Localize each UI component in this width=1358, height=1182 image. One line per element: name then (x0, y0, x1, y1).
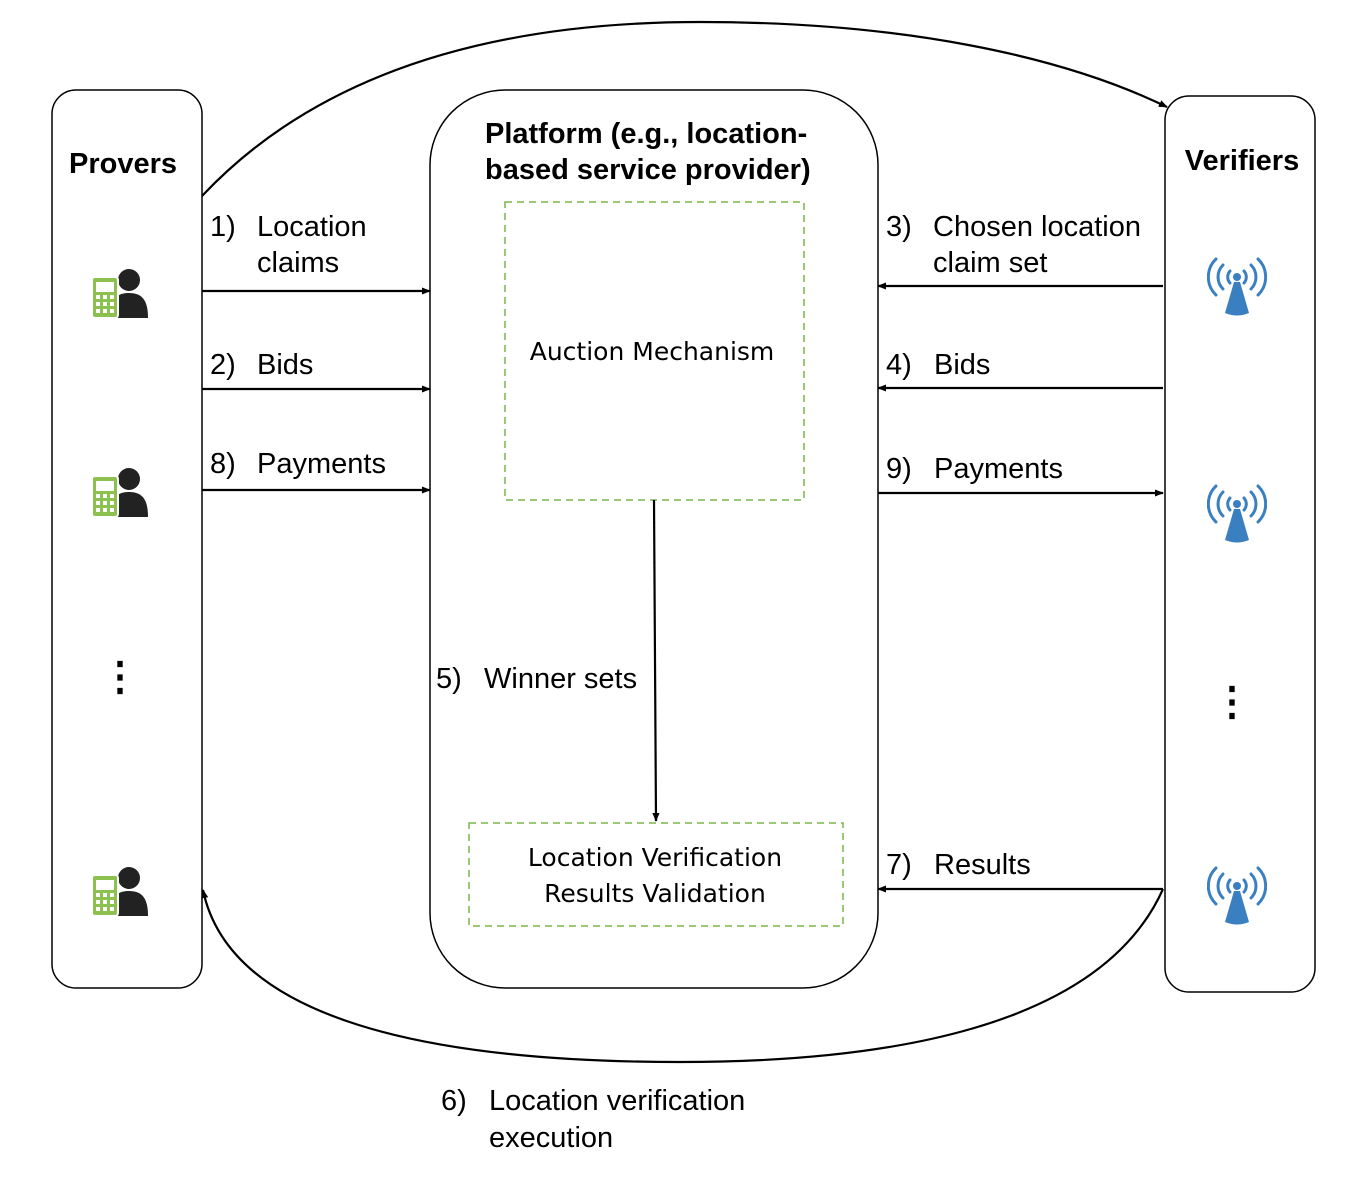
arrow-top-curve (201, 20, 1168, 197)
step-3-label-line2: claim set (933, 247, 1047, 279)
validation-label-line1: Location Verification (528, 843, 782, 872)
platform-title-line1: Platform (e.g., location- (485, 118, 807, 150)
provers-title: Provers (69, 148, 177, 180)
step-8-label: Payments (257, 448, 386, 480)
step-4-label: Bids (934, 349, 990, 381)
step-3-number: 3) (886, 211, 912, 243)
step-1-label-line1: Location (257, 211, 367, 243)
step-3-label-line1: Chosen location (933, 211, 1141, 243)
wireless-antenna-icon (1207, 257, 1267, 317)
step-8-number: 8) (210, 448, 236, 480)
wireless-antenna-icon (1207, 484, 1267, 544)
step-4-number: 4) (886, 349, 912, 381)
step-6-number: 6) (441, 1085, 467, 1117)
step-6-label-line2: execution (489, 1122, 613, 1154)
verifiers-title: Verifiers (1185, 145, 1299, 177)
prover-icon (91, 866, 148, 917)
arrow-bottom-curve (201, 888, 1165, 1064)
step-6-label-line1: Location verification (489, 1085, 745, 1117)
prover-icon (91, 467, 148, 518)
step-1-label-line2: claims (257, 247, 339, 279)
step-7-number: 7) (886, 849, 912, 881)
step-9-number: 9) (886, 453, 912, 485)
platform-title-line2: based service provider) (485, 154, 811, 186)
arrow-winner-sets (652, 499, 660, 822)
provers-ellipsis: ⋮ (100, 655, 140, 699)
step-9-label: Payments (934, 453, 1063, 485)
step-7-label: Results (934, 849, 1031, 881)
step-1-number: 1) (210, 211, 236, 243)
verifiers-ellipsis: ⋮ (1212, 680, 1252, 724)
step-2-label: Bids (257, 349, 313, 381)
step-2-number: 2) (210, 349, 236, 381)
auction-mechanism-label: Auction Mechanism (530, 337, 775, 366)
step-5-label: Winner sets (484, 663, 637, 695)
platform-panel (429, 89, 879, 989)
validation-label-line2: Results Validation (544, 879, 766, 908)
wireless-antenna-icon (1207, 866, 1267, 926)
prover-icon (91, 268, 148, 319)
step-5-number: 5) (436, 663, 462, 695)
validation-box (468, 822, 844, 927)
provers-panel (51, 89, 203, 989)
verifiers-panel (1164, 95, 1316, 993)
